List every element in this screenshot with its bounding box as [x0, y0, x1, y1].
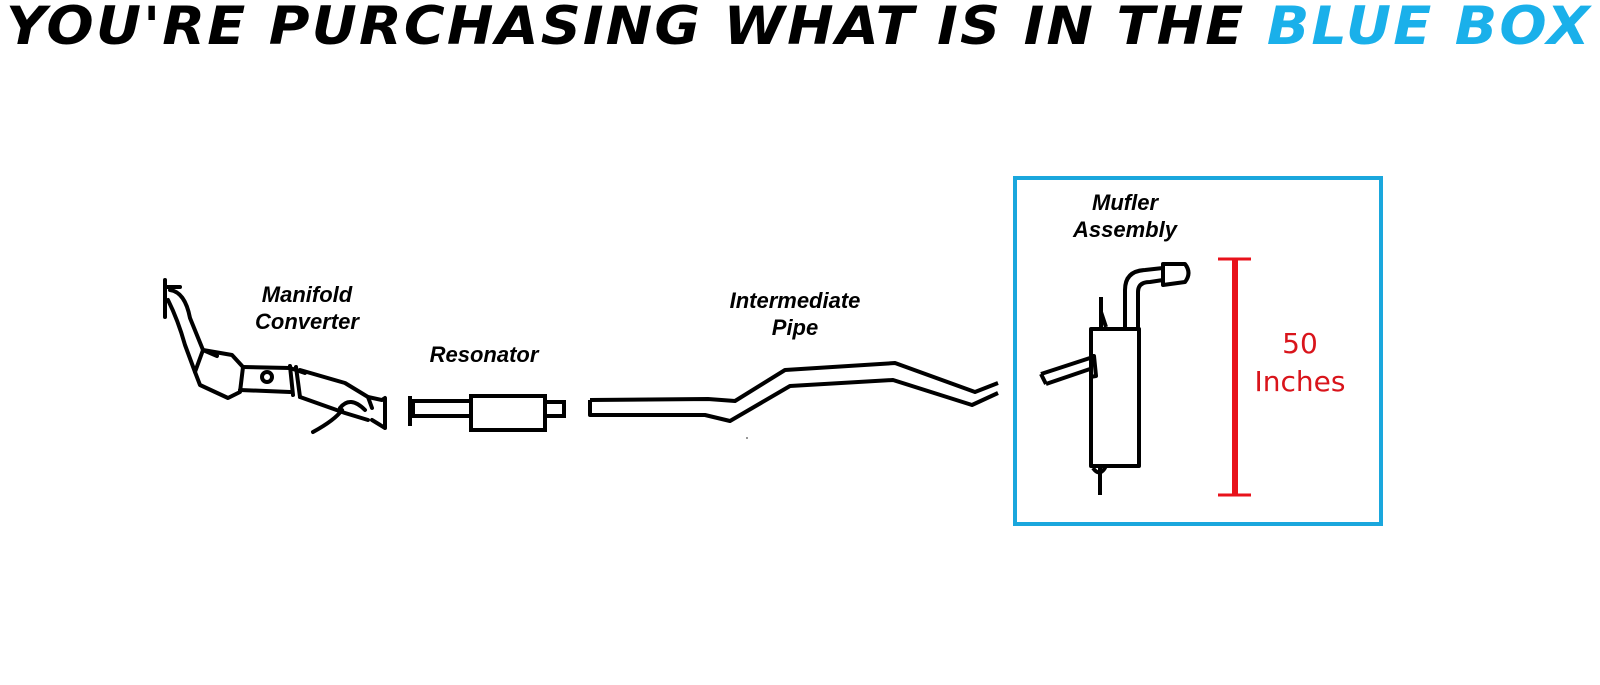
- label-manifold-converter: Manifold Converter: [232, 281, 382, 335]
- resonator-drawing: [408, 394, 566, 432]
- label-intermediate-pipe: Intermediate Pipe: [700, 287, 890, 341]
- headline: YOU'RE PURCHASING WHAT IS IN THE BLUE BO…: [6, 0, 1592, 57]
- stray-dot: [746, 437, 748, 439]
- dimension-label: 50 Inches: [1245, 325, 1355, 401]
- intermediate-pipe-drawing: [588, 361, 999, 423]
- label-muffler-assembly: Mufler Assembly: [1050, 189, 1200, 243]
- label-resonator: Resonator: [404, 341, 564, 368]
- label-line: Manifold: [261, 282, 353, 307]
- label-line: Intermediate: [729, 288, 861, 313]
- headline-highlight: BLUE BOX: [1266, 0, 1592, 57]
- manifold-converter-drawing: [163, 278, 387, 434]
- headline-prefix: YOU'RE PURCHASING WHAT IS IN THE: [6, 0, 1267, 57]
- label-line: Resonator: [429, 342, 539, 367]
- dimension-unit: Inches: [1254, 365, 1346, 398]
- label-line: Assembly: [1073, 217, 1177, 242]
- label-line: Mufler: [1092, 190, 1158, 215]
- dimension-line: [1218, 257, 1251, 497]
- dimension-value: 50: [1282, 327, 1318, 360]
- label-line: Pipe: [771, 315, 819, 340]
- blue-box-selection: [1013, 176, 1383, 526]
- label-line: Converter: [255, 309, 359, 334]
- muffler-assembly-drawing: [1039, 262, 1191, 495]
